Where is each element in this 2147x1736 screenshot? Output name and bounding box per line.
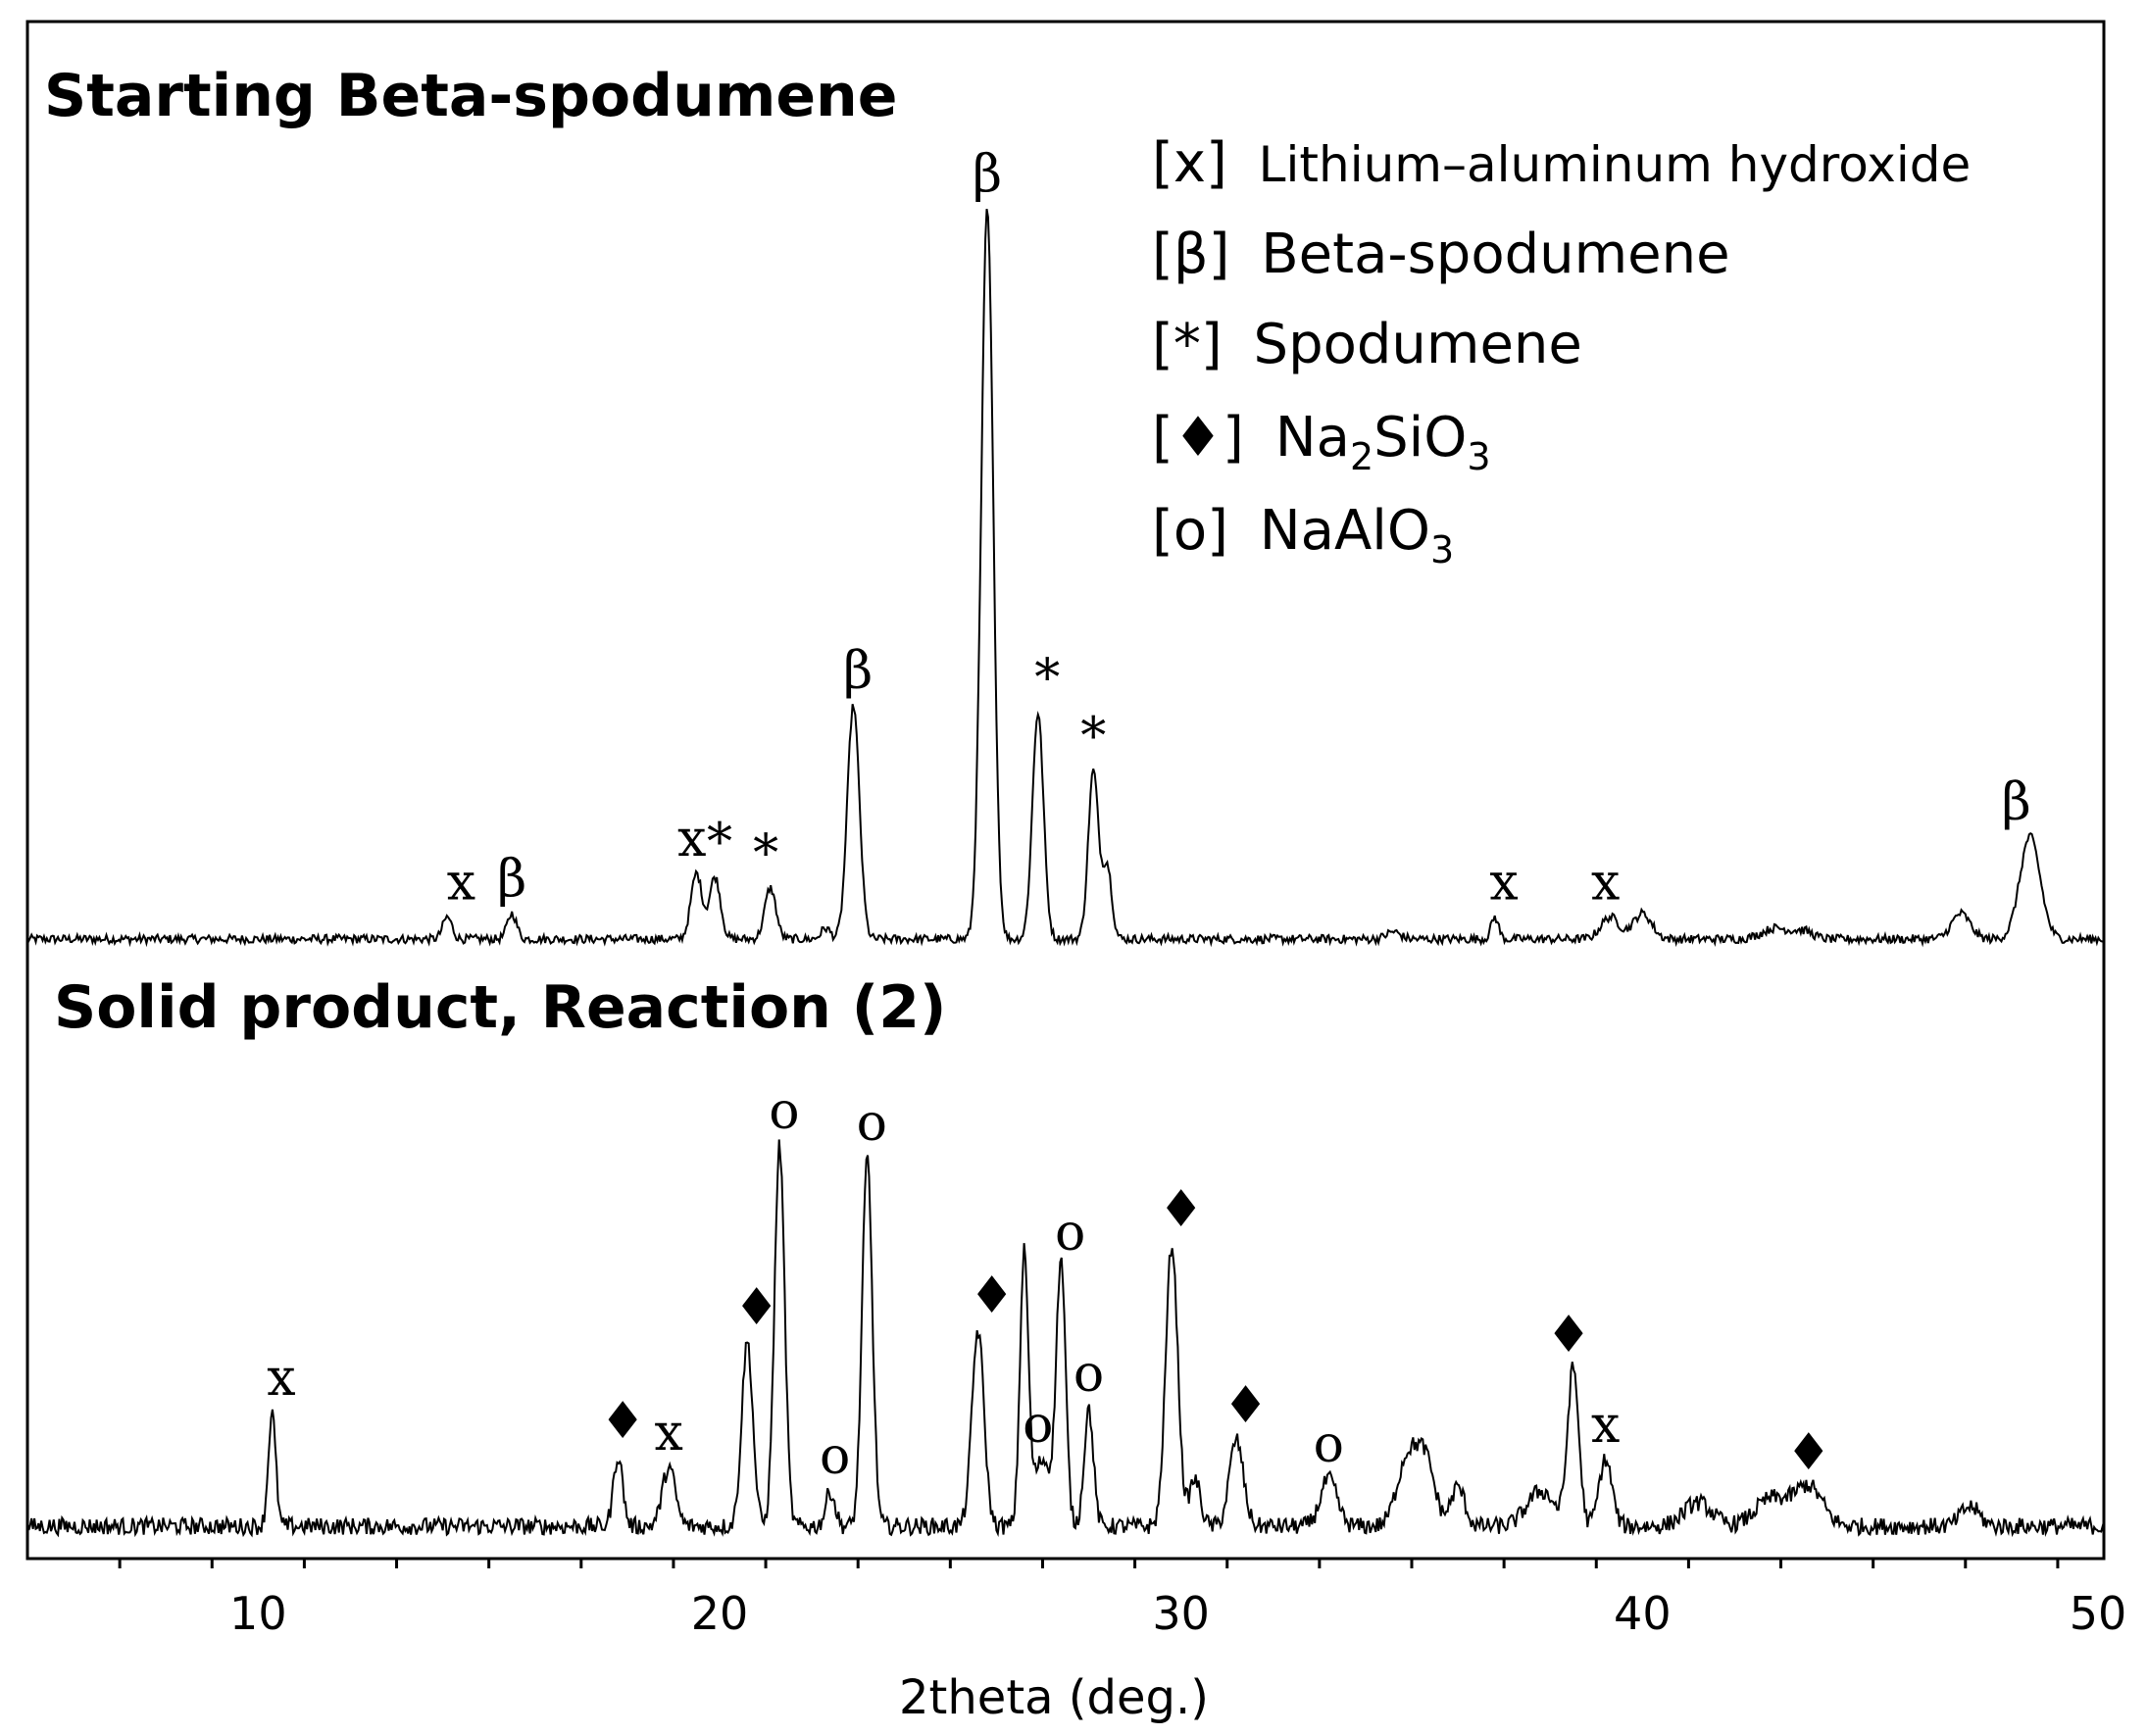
peak-label: ♦ <box>733 1278 779 1337</box>
peak-label: x <box>1591 854 1620 913</box>
x-tick-label: 50 <box>2070 1587 2127 1640</box>
peak-label: o <box>1314 1415 1344 1474</box>
plot-frame <box>25 20 2106 1561</box>
peak-label: o <box>857 1094 887 1153</box>
x-tick-label: 40 <box>1614 1587 1672 1640</box>
x-tick-label: 20 <box>691 1587 749 1640</box>
peak-label: x <box>267 1349 295 1408</box>
peak-label: * <box>707 814 732 872</box>
x-axis: 10 20 30 40 50 <box>118 1559 2127 1640</box>
peak-label: x <box>1591 1396 1620 1455</box>
x-tick-label: 30 <box>1152 1587 1210 1640</box>
peak-label: ♦ <box>1223 1376 1269 1435</box>
peak-label: β <box>497 850 526 909</box>
trace-solid-product <box>26 1139 2105 1538</box>
peak-label: x <box>447 854 475 913</box>
peak-label: β <box>973 145 1002 204</box>
peak-label: ♦ <box>969 1266 1015 1325</box>
peak-label: o <box>769 1082 799 1141</box>
peak-label: o <box>1055 1204 1085 1263</box>
peak-label: ♦ <box>1546 1306 1592 1364</box>
legend-entry-spodumene: [*] Spodumene <box>1152 313 1582 376</box>
legend-entry-lithium-aluminum-hydroxide: [x] Lithium–aluminum hydroxide <box>1152 131 1971 195</box>
peak-label: o <box>1074 1345 1104 1404</box>
bottom-panel-title: Solid product, Reaction (2) <box>54 973 946 1042</box>
peak-label: β <box>2002 773 2031 832</box>
x-tick-label: 10 <box>229 1587 287 1640</box>
top-panel-title: Starting Beta-spodumene <box>44 62 897 130</box>
peak-label: ♦ <box>600 1392 646 1451</box>
peak-label: x <box>677 810 706 868</box>
legend-entry-naalo3: [o] NaAlO3 <box>1152 499 1454 571</box>
peak-label: * <box>1034 649 1060 708</box>
series-layer <box>26 209 2105 1538</box>
peak-label: o <box>820 1427 850 1486</box>
peak-label: x <box>1489 854 1518 913</box>
legend: [x] Lithium–aluminum hydroxide [β] Beta-… <box>1152 131 1971 571</box>
peak-label: * <box>753 824 778 883</box>
peak-label: o <box>1023 1396 1053 1455</box>
legend-entry-na2sio3: [♦] Na2SiO3 <box>1152 406 1491 478</box>
peak-label: * <box>1080 708 1106 767</box>
legend-entry-beta-spodumene: [β] Beta-spodumene <box>1152 223 1730 286</box>
trace-starting-beta-spodumene <box>26 209 2105 948</box>
peak-label: β <box>843 642 873 701</box>
peak-label: x <box>655 1404 683 1463</box>
peak-label: ♦ <box>1785 1423 1831 1482</box>
x-axis-label: 2theta (deg.) <box>899 1670 1209 1725</box>
peak-label: ♦ <box>1158 1180 1204 1239</box>
